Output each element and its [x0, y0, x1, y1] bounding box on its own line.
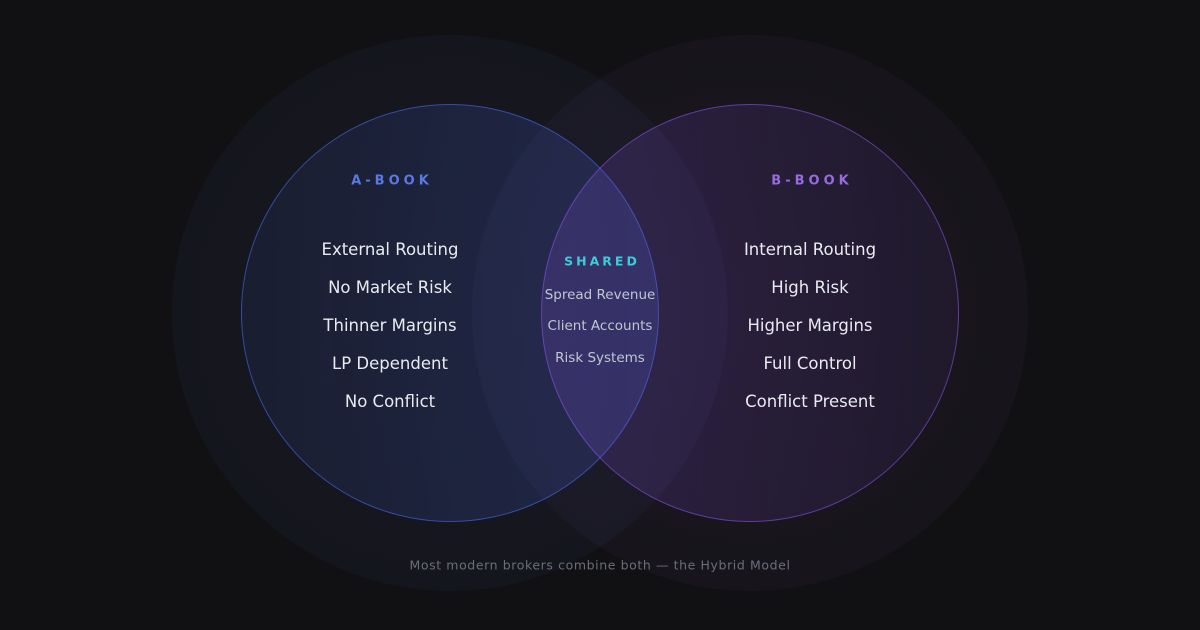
b-book-items: Internal Routing High Risk Higher Margin… — [744, 230, 876, 420]
shared-label: SHARED — [564, 253, 640, 269]
b-book-circle — [541, 104, 959, 522]
list-item: Conflict Present — [745, 391, 875, 411]
list-item: No Market Risk — [328, 277, 452, 297]
list-item: High Risk — [771, 277, 849, 297]
list-item: External Routing — [321, 239, 459, 259]
list-item: Higher Margins — [747, 315, 873, 335]
a-book-label: A-BOOK — [351, 173, 433, 189]
list-item: Client Accounts — [547, 318, 653, 335]
shared-items: Spread Revenue Client Accounts Risk Syst… — [545, 279, 656, 374]
list-item: Internal Routing — [743, 239, 877, 259]
list-item: Thinner Margins — [323, 315, 457, 335]
list-item: Risk Systems — [555, 349, 645, 366]
list-item: No Conflict — [344, 391, 436, 411]
b-book-label: B-BOOK — [771, 173, 853, 189]
caption: Most modern brokers combine both — the H… — [409, 557, 791, 573]
list-item: LP Dependent — [332, 353, 448, 373]
a-book-items: External Routing No Market Risk Thinner … — [322, 230, 459, 420]
list-item: Full Control — [763, 353, 857, 373]
list-item: Spread Revenue — [544, 286, 656, 303]
